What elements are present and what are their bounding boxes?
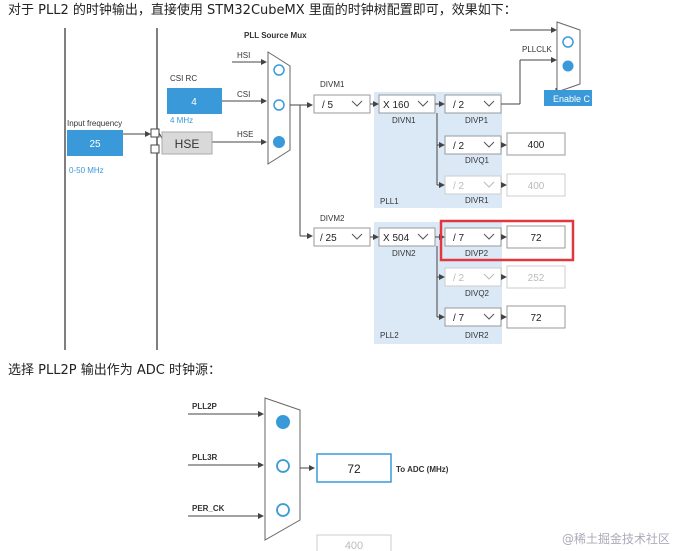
- divq2-label: DIVQ2: [465, 289, 490, 298]
- hse-label: HSE: [237, 130, 253, 139]
- input-frequency-field[interactable]: [67, 130, 123, 156]
- divr1-label: DIVR1: [465, 196, 489, 205]
- sysclk-radio-pllclk[interactable]: [562, 60, 574, 72]
- chevron-down-icon: [417, 233, 429, 240]
- divn2-value: X 504: [383, 233, 410, 244]
- to-adc-label: To ADC (MHz): [396, 465, 449, 474]
- divr2-value: / 7: [453, 313, 465, 324]
- chevron-down-icon: [351, 100, 363, 107]
- chevron-down-icon: [483, 181, 495, 188]
- adc-clock-output[interactable]: [316, 453, 392, 483]
- sysclk-radio-1[interactable]: [562, 36, 574, 48]
- divm2-label: DIVM2: [320, 214, 345, 223]
- adc-radio-per-ck[interactable]: [276, 503, 290, 517]
- chevron-down-icon: [483, 141, 495, 148]
- divp2-value: / 7: [453, 233, 465, 244]
- mux-radio-csi[interactable]: [273, 99, 285, 111]
- enable-button[interactable]: [544, 90, 592, 106]
- divq1-label: DIVQ1: [465, 156, 490, 165]
- hse-block: [161, 131, 213, 155]
- hse-connector-bottom: [150, 144, 160, 154]
- hsi-label: HSI: [237, 51, 250, 60]
- divp2-highlight: [439, 219, 575, 262]
- select-text: 选择 PLL2P 输出作为 ADC 时钟源：: [8, 363, 221, 378]
- per-ck-label: PER_CK: [192, 504, 225, 513]
- divr2-out: 72: [530, 313, 542, 324]
- divm1-label: DIVM1: [320, 80, 345, 89]
- divr1-value: / 2: [453, 181, 465, 192]
- divn2-label: DIVN2: [392, 249, 416, 258]
- divm2-value: / 25: [320, 233, 337, 244]
- divq2-value: / 2: [453, 273, 465, 284]
- mux-radio-hsi[interactable]: [273, 64, 285, 76]
- pll2p-label: PLL2P: [192, 402, 218, 411]
- divq2-output[interactable]: [506, 265, 566, 289]
- enable-button-label: Enable C: [553, 94, 591, 104]
- adc-radio-pll2p[interactable]: [276, 415, 290, 429]
- adc-radio-pll3r[interactable]: [276, 459, 290, 473]
- pll2-label: PLL2: [380, 331, 399, 340]
- chevron-down-icon: [483, 313, 495, 320]
- divp2-label: DIVP2: [465, 249, 489, 258]
- divr2-output[interactable]: [506, 305, 566, 329]
- chevron-down-icon: [483, 233, 495, 240]
- pll3r-label: PLL3R: [192, 453, 218, 462]
- chevron-down-icon: [417, 100, 429, 107]
- input-frequency-value: 25: [89, 139, 101, 150]
- divn1-label: DIVN1: [392, 116, 416, 125]
- mux-radio-hse[interactable]: [273, 136, 285, 148]
- chevron-down-icon: [483, 273, 495, 280]
- hse-connector-top: [150, 128, 160, 138]
- divr1-output[interactable]: [506, 173, 566, 197]
- hse-block-label: HSE: [175, 137, 200, 151]
- csi-value: 4: [191, 97, 197, 108]
- divr1-out: 400: [528, 181, 545, 192]
- divp1-label: DIVP1: [465, 116, 489, 125]
- chevron-down-icon: [483, 100, 495, 107]
- chevron-down-icon: [351, 233, 363, 240]
- system-clock-mux: [556, 21, 581, 93]
- divp2-output[interactable]: [506, 225, 566, 249]
- divq1-out: 400: [528, 140, 545, 151]
- pllclk-label: PLLCLK: [522, 45, 552, 54]
- divq1-value: / 2: [453, 141, 465, 152]
- adc-bottom-value: 400: [345, 540, 363, 551]
- input-frequency-label: Input frequency: [67, 119, 122, 128]
- pll-source-mux-label: PLL Source Mux: [244, 31, 307, 40]
- csi-label: CSI: [237, 90, 250, 99]
- adc-output-value: 72: [347, 462, 361, 476]
- divr2-label: DIVR2: [465, 331, 489, 340]
- divp1-value: / 2: [453, 100, 465, 111]
- csi-freq: 4 MHz: [170, 116, 193, 125]
- divq2-out: 252: [528, 273, 545, 284]
- pll1-label: PLL1: [380, 197, 399, 206]
- divq1-output[interactable]: [506, 132, 566, 156]
- divm1-value: / 5: [322, 100, 334, 111]
- intro-text: 对于 PLL2 的时钟输出，直接使用 STM32CubeMX 里面的时钟树配置即…: [8, 3, 517, 18]
- divn1-value: X 160: [383, 100, 410, 111]
- csi-rc-block: [167, 88, 222, 114]
- watermark: @稀土掘金技术社区: [561, 532, 670, 546]
- csi-rc-label: CSI RC: [170, 74, 197, 83]
- input-frequency-range: 0-50 MHz: [69, 166, 104, 175]
- divp2-out: 72: [530, 233, 542, 244]
- adc-bottom-output[interactable]: [316, 534, 392, 551]
